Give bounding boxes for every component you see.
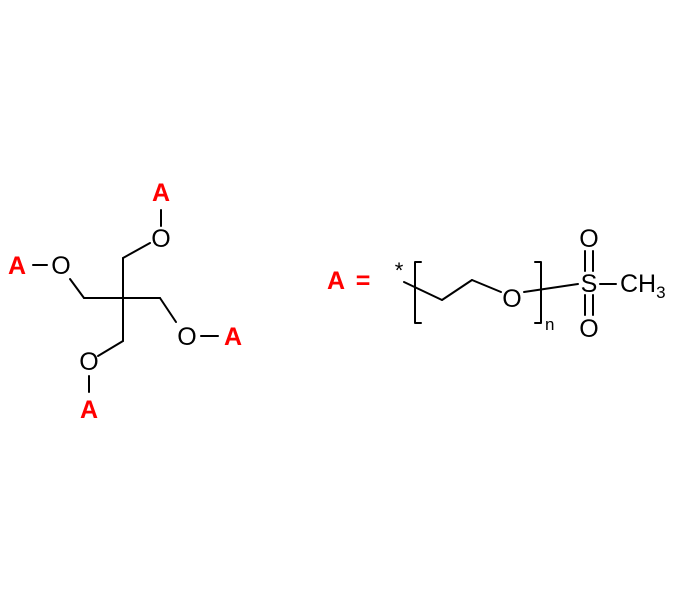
sulfur-atom: S [581,270,598,298]
definition-lhs: A [327,267,345,295]
methyl-subscript: 3 [656,283,665,302]
oxygen-atom: O [151,225,170,253]
left-bracket [414,261,422,324]
bond [471,279,502,293]
oxygen-atom: O [177,323,196,351]
r-group-label: A [224,323,242,351]
methyl-group: CH3 [620,270,666,302]
bond [122,242,151,259]
bond [441,279,473,301]
repeat-unit-subscript: n [545,315,554,334]
oxygen-atom: O [51,252,70,280]
bond [69,278,85,299]
oxygen-atom: O [502,285,521,313]
r-group-definition: A = * O n S O O CH3 [327,225,666,343]
equals-sign: = [356,267,371,295]
right-bracket [534,261,542,324]
r-group-label: A [152,179,170,207]
bond [159,297,177,323]
r-group-label: A [8,252,26,280]
attachment-asterisk: * [395,258,404,283]
bond [97,340,124,357]
sulfonyl-oxygen-atom: O [579,225,598,253]
bond [523,283,579,293]
oxygen-atom: O [79,348,98,376]
bond [403,281,443,301]
methyl-label: CH [620,270,656,298]
r-group-label: A [80,396,98,424]
core-molecule: O O O O A A A A [8,179,242,424]
sulfonyl-oxygen-atom: O [579,315,598,343]
